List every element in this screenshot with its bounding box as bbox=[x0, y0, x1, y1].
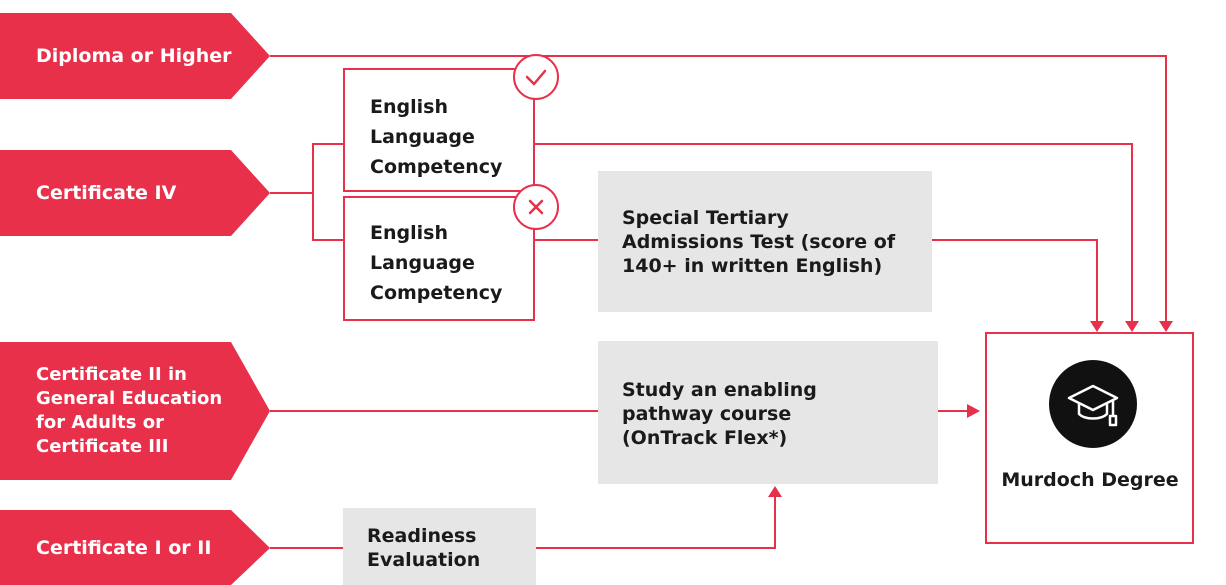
enabling-label: Study an enabling pathway course (OnTrac… bbox=[622, 379, 817, 449]
check-icon bbox=[513, 54, 559, 100]
graduation-cap-icon bbox=[1049, 360, 1137, 448]
connector-stat bbox=[932, 239, 1098, 326]
connector-elc-pass bbox=[533, 143, 1133, 326]
cross-icon bbox=[513, 184, 559, 230]
readiness-box: Readiness Evaluation bbox=[343, 508, 536, 585]
source-diploma: Diploma or Higher bbox=[0, 13, 270, 99]
enabling-box: Study an enabling pathway course (OnTrac… bbox=[598, 341, 938, 484]
arrow-head bbox=[1090, 321, 1104, 332]
connector-cert4-branch-lower bbox=[312, 193, 343, 241]
arrow-head bbox=[768, 486, 782, 497]
source-cert2-3-label: Certificate II in General Education for … bbox=[36, 364, 223, 457]
competency-pass-box: English Language Competency bbox=[343, 68, 535, 192]
connector-readiness bbox=[536, 496, 776, 549]
connector-diploma bbox=[270, 55, 1167, 326]
connector-cert4-branch bbox=[270, 143, 343, 194]
competency-fail-box: English Language Competency bbox=[343, 196, 535, 321]
arrow-head bbox=[1159, 321, 1173, 332]
source-cert1-2: Certificate I or II bbox=[0, 510, 270, 585]
competency-pass-label: English Language Competency bbox=[370, 96, 503, 178]
arrow-head bbox=[967, 404, 980, 418]
stat-box: Special Tertiary Admissions Test (score … bbox=[598, 171, 932, 312]
stat-label: Special Tertiary Admissions Test (score … bbox=[622, 207, 896, 277]
readiness-label: Readiness Evaluation bbox=[367, 525, 481, 571]
arrow-head bbox=[1125, 321, 1139, 332]
degree-label: Murdoch Degree bbox=[1001, 469, 1179, 491]
source-cert1-2-label: Certificate I or II bbox=[36, 536, 212, 559]
source-diploma-label: Diploma or Higher bbox=[36, 45, 232, 67]
competency-fail-label: English Language Competency bbox=[370, 222, 503, 304]
source-cert4: Certificate IV bbox=[0, 150, 270, 236]
source-cert4-label: Certificate IV bbox=[36, 182, 177, 204]
source-cert2-3: Certificate II in General Education for … bbox=[0, 342, 270, 480]
